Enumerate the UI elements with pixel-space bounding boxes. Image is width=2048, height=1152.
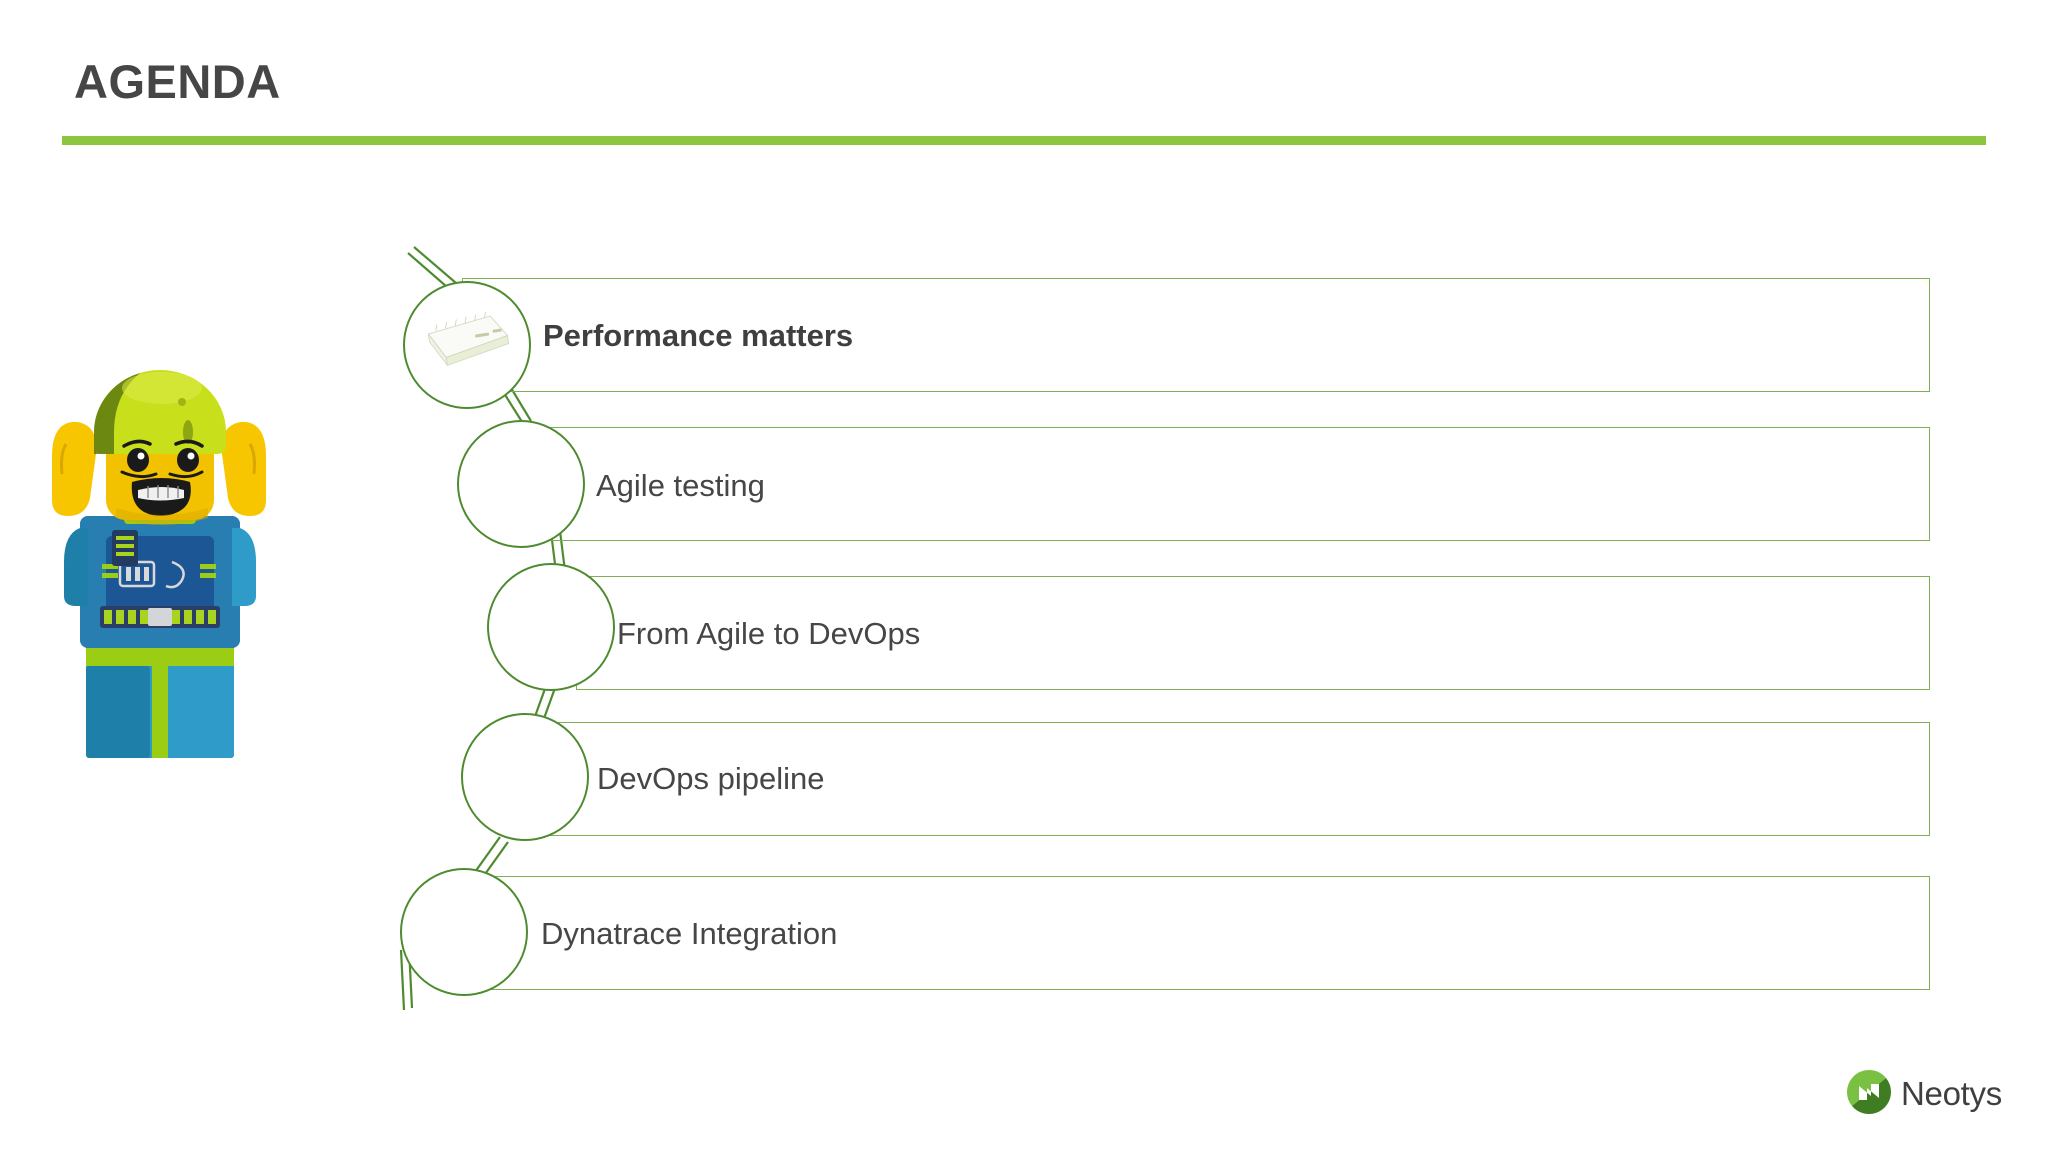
agenda-item-label: Dynatrace Integration xyxy=(541,916,838,951)
neotys-wordmark: Neotys xyxy=(1901,1075,2002,1112)
agenda-item-circle xyxy=(487,563,615,691)
neotys-mark-icon xyxy=(1846,1069,1892,1120)
lego-minifigure-panicked-image xyxy=(40,340,280,790)
title-underline-rule xyxy=(62,136,1986,145)
agenda-item-label: DevOps pipeline xyxy=(597,761,825,796)
agenda-item-label: Performance matters xyxy=(543,318,854,353)
agenda-item-circle xyxy=(457,420,585,548)
agenda-item-circle xyxy=(461,713,589,841)
agenda-item-label: Agile testing xyxy=(596,468,765,503)
neotys-logo: Neotys xyxy=(1846,1068,2026,1120)
page-title: AGENDA xyxy=(74,55,281,108)
agenda-item-circle xyxy=(400,868,528,996)
agenda-item-label: From Agile to DevOps xyxy=(617,616,921,651)
paper-stack-icon xyxy=(420,311,515,372)
